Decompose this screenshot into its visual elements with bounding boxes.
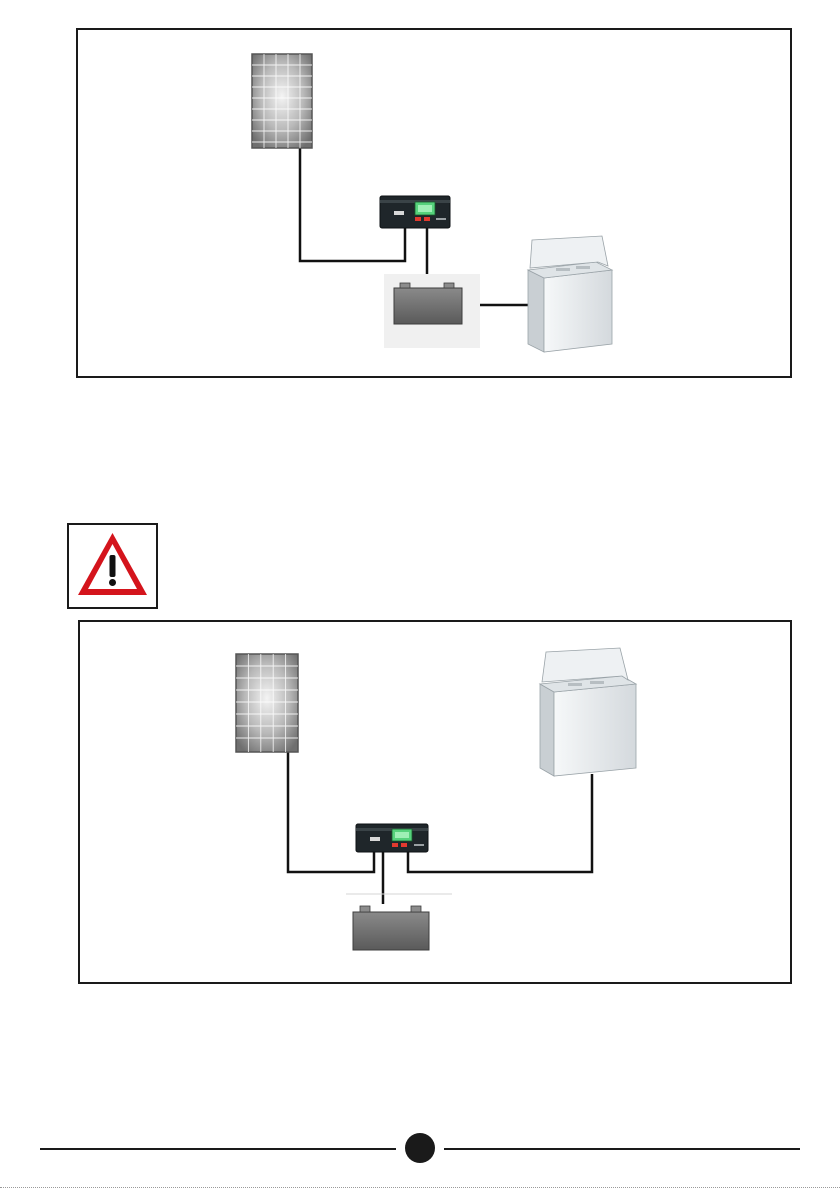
chest-freezer-icon [540,648,636,776]
warning-triangle-icon [69,525,156,607]
page-marker-circle [405,1133,435,1163]
chest-freezer-icon [528,236,612,352]
footer-rule-left [40,1148,396,1150]
wiring-diagram-controller-load [78,620,792,984]
diagram-2-drawing [80,622,790,982]
footer-rule-right [444,1148,800,1150]
battery-icon [346,894,452,950]
page-bottom-edge [0,1187,840,1188]
solar-panel-icon [252,54,312,148]
battery-icon [384,274,480,348]
charge-controller-icon [356,824,428,852]
wire-controller-to-freezer [408,774,592,872]
warning-box [67,523,158,609]
diagram-1-drawing [78,30,790,376]
wire-panel-to-controller [288,752,374,872]
charge-controller-icon [380,196,450,228]
wiring-diagram-battery-load [76,28,792,378]
solar-panel-icon [236,654,298,752]
wires [288,752,592,904]
